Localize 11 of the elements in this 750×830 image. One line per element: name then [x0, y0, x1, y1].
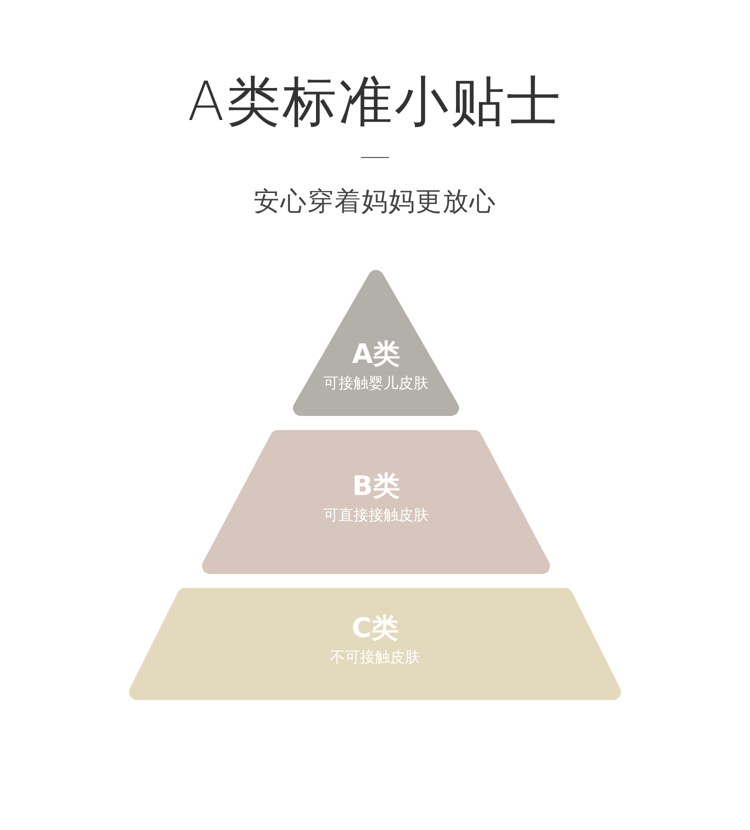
pyramid-tier — [293, 270, 459, 416]
tier-description: 不可接触皮肤 — [330, 647, 420, 668]
pyramid-tier — [129, 588, 621, 700]
subtitle: 安心穿着妈妈更放心 — [254, 187, 496, 217]
pyramid-tier — [202, 430, 550, 574]
tier-heading: C类 — [352, 612, 398, 646]
tier-description: 可直接接触皮肤 — [324, 505, 428, 526]
tier-heading: A类 — [352, 338, 400, 372]
title-heading: A类标准小贴士 — [186, 69, 564, 135]
tier-description: 可接触婴儿皮肤 — [324, 373, 428, 394]
tier-heading: B类 — [352, 470, 400, 504]
